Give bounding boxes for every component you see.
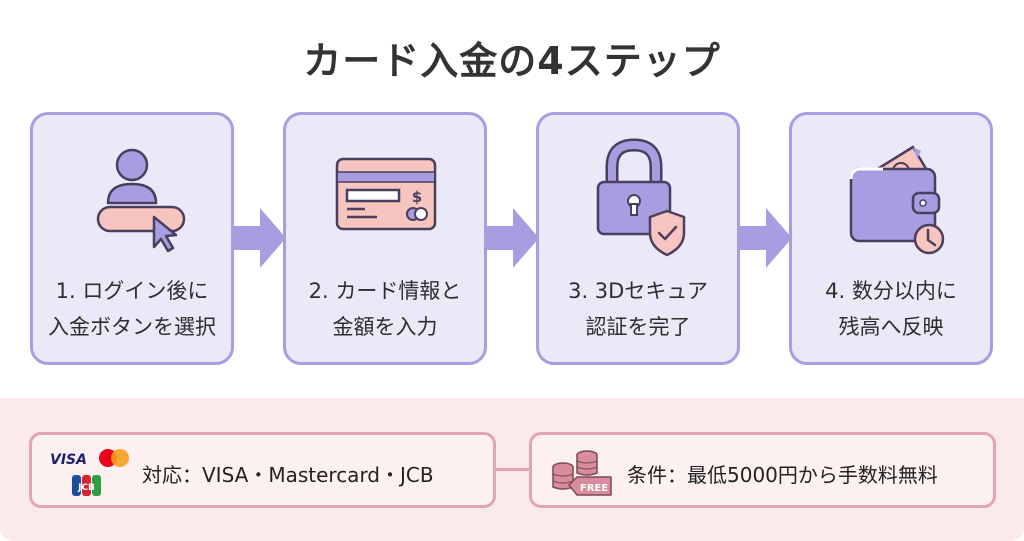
step-label-line2: 残高へ反映	[838, 315, 944, 339]
step-card-4: 4. 数分以内に 残高へ反映	[789, 112, 993, 365]
user-click-icon	[96, 148, 186, 253]
visa-logo: VISA	[50, 452, 87, 468]
arrow-right-icon	[487, 208, 539, 268]
supported-cards-text: 対応：VISA・Mastercard・JCB	[142, 463, 434, 487]
step-label-line1: 2. カード情報と	[308, 279, 462, 303]
step-label-line2: 入金ボタンを選択	[48, 315, 216, 339]
arrow-right-icon	[234, 208, 286, 268]
step-label: 3. 3Dセキュア 認証を完了	[539, 273, 737, 345]
step-label-line2: 認証を完了	[585, 315, 691, 339]
fee-condition-box: FREE 条件：最低5000円から手数料無料	[529, 432, 996, 508]
page-title: カード入金の4ステップ	[303, 39, 721, 83]
step-label-line2: 金額を入力	[332, 315, 438, 339]
jcb-logo	[72, 475, 81, 496]
step-label: 1. ログイン後に 入金ボタンを選択	[33, 273, 231, 345]
step-label-line1: 3. 3Dセキュア	[568, 279, 708, 303]
svg-text:JCB: JCB	[77, 483, 95, 493]
lock-shield-icon	[596, 138, 686, 257]
step-card-1: 1. ログイン後に 入金ボタンを選択	[30, 112, 234, 365]
svg-text:$: $	[412, 188, 422, 206]
card-brands-icon: VISA JCB	[50, 449, 129, 496]
step-label-line1: 4. 数分以内に	[825, 279, 957, 303]
step-label-line1: 1. ログイン後に	[55, 279, 209, 303]
arrow-right-icon	[740, 208, 792, 268]
step-label: 2. カード情報と 金額を入力	[286, 273, 484, 345]
fee-condition-text: 条件：最低5000円から手数料無料	[627, 463, 938, 487]
coins-free-icon: FREE	[552, 450, 612, 496]
svg-text:FREE: FREE	[580, 483, 608, 494]
wallet-clock-icon	[849, 145, 945, 255]
supported-cards-box: VISA JCB 対応：VISA・Mastercard・JCB	[29, 432, 496, 508]
step-card-3: 3. 3Dセキュア 認証を完了	[536, 112, 740, 365]
connector-line	[496, 468, 529, 471]
credit-card-icon: $	[335, 157, 437, 231]
step-card-2: $ 2. カード情報と 金額を入力	[283, 112, 487, 365]
step-label: 4. 数分以内に 残高へ反映	[792, 273, 990, 345]
